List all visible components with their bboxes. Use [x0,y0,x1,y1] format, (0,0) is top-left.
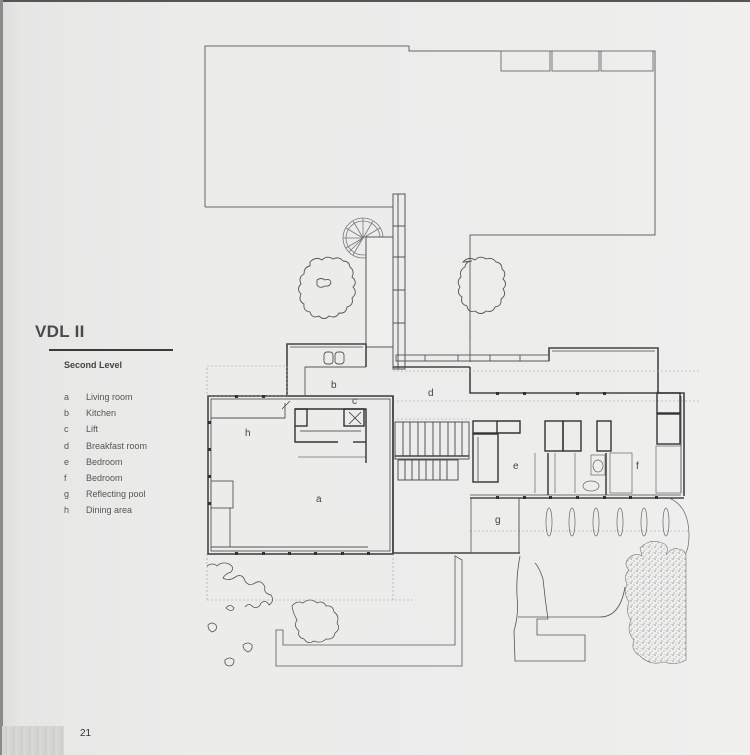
legend-item: f Bedroom [64,473,147,489]
legend-key: h [64,505,70,516]
legend-key: f [64,472,67,483]
page-edge-left [0,0,3,755]
legend-label: Reflecting pool [86,489,146,500]
legend-key: d [64,440,70,451]
legend-item: b Kitchen [64,408,147,424]
page-number: 21 [80,728,92,739]
label-dining-area: h [245,428,251,439]
legend-label: Dining area [86,505,133,516]
page-edge-top [0,0,750,2]
title-rule [49,349,173,351]
terrace-outlines [206,365,700,601]
legend-label: Living room [86,392,133,402]
trellis-wall [365,193,406,370]
site-outline [204,45,656,340]
label-breakfast-room: d [428,388,434,399]
dining-built-ins [210,403,368,548]
page-title: VDL II [35,322,85,341]
legend-item: d Breakfast room [64,441,147,457]
legend-item: e Bedroom [64,457,147,473]
legend-label: Breakfast room [86,440,148,451]
reflecting-pool [470,497,520,554]
legend-label: Kitchen [86,408,117,419]
legend-item: h Dining area [64,505,147,521]
legend-key: c [64,424,69,435]
building-walls [207,343,685,555]
skylights [500,50,654,72]
bathroom-fixtures [534,445,682,494]
column-markers [208,392,658,555]
legend-item: c Lift [64,424,147,440]
label-reflecting-pool: g [495,515,501,526]
legend-item: g Reflecting pool [64,489,147,505]
legend-key: g [64,489,70,500]
legend-key: a [64,392,70,402]
legend-label: Lift [86,424,99,435]
hedge-outlines [206,555,626,667]
legend-label: Bedroom [86,456,123,467]
core-walls [281,400,367,463]
label-lift: c [352,396,357,407]
stippled-tree-icon [625,541,687,664]
label-bedroom-e: e [513,461,519,472]
level-subtitle: Second Level [64,360,123,370]
label-bedroom-f: f [636,461,639,472]
legend-key: b [64,408,70,419]
legend-key: e [64,456,70,467]
label-living-room: a [316,494,322,505]
tree-icon [298,256,506,362]
main-stair-icon [394,421,470,481]
label-kitchen: b [331,380,337,391]
legend-label: Bedroom [86,472,123,483]
kitchen-fixtures [304,351,366,396]
legend-item: a Living room [64,392,147,408]
scan-color-strip [2,726,64,755]
bedroom-partitions [472,392,681,495]
room-legend: a Living room b Kitchen c Lift d Breakfast r… [64,392,147,522]
clerestory-band [395,354,550,362]
